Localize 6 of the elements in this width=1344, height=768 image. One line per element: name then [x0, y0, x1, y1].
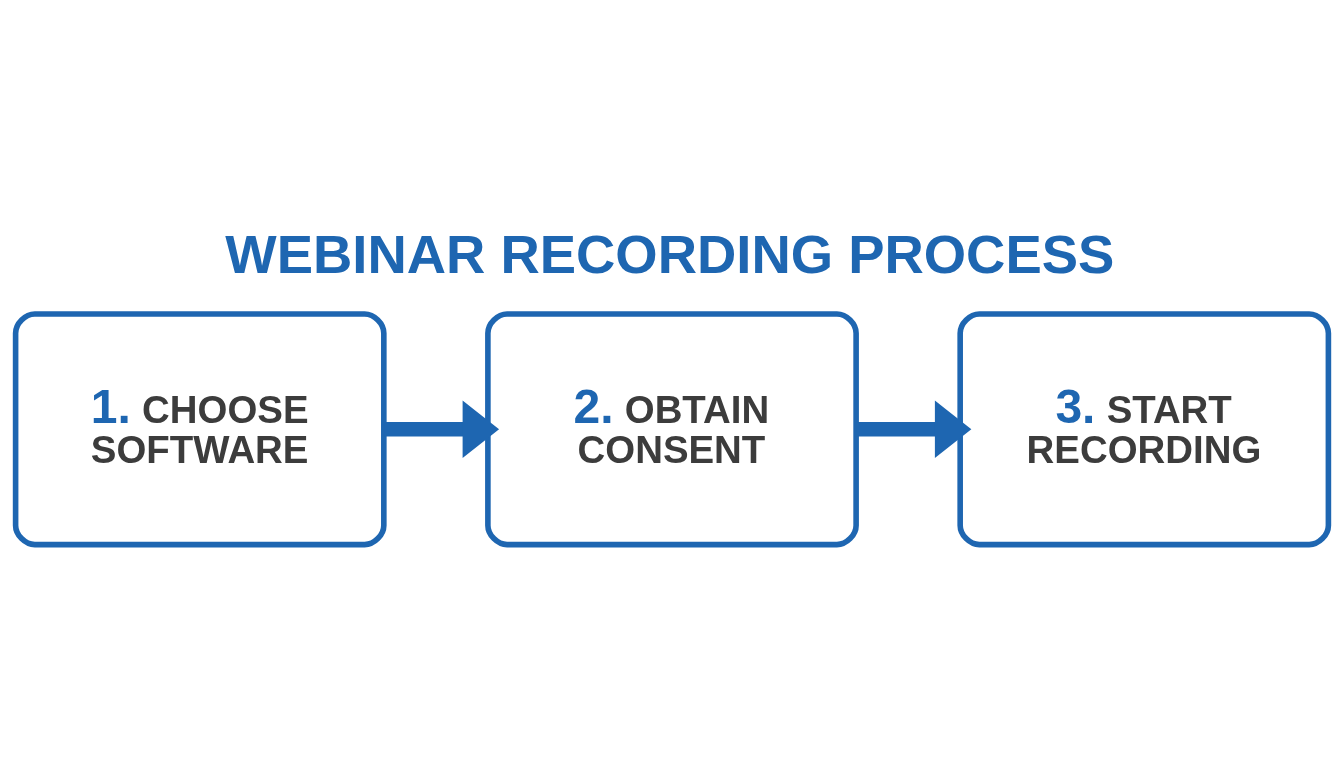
node-box: 1. CHOOSE SOFTWARE: [12, 310, 387, 547]
node-box: 3. START RECORDING: [957, 310, 1332, 547]
arrow: [856, 400, 972, 458]
arrow: [384, 400, 500, 458]
node-box: 2. OBTAIN CONSENT: [485, 310, 859, 547]
diagram-title: WEBINAR RECORDING PROCESS: [225, 223, 1115, 285]
